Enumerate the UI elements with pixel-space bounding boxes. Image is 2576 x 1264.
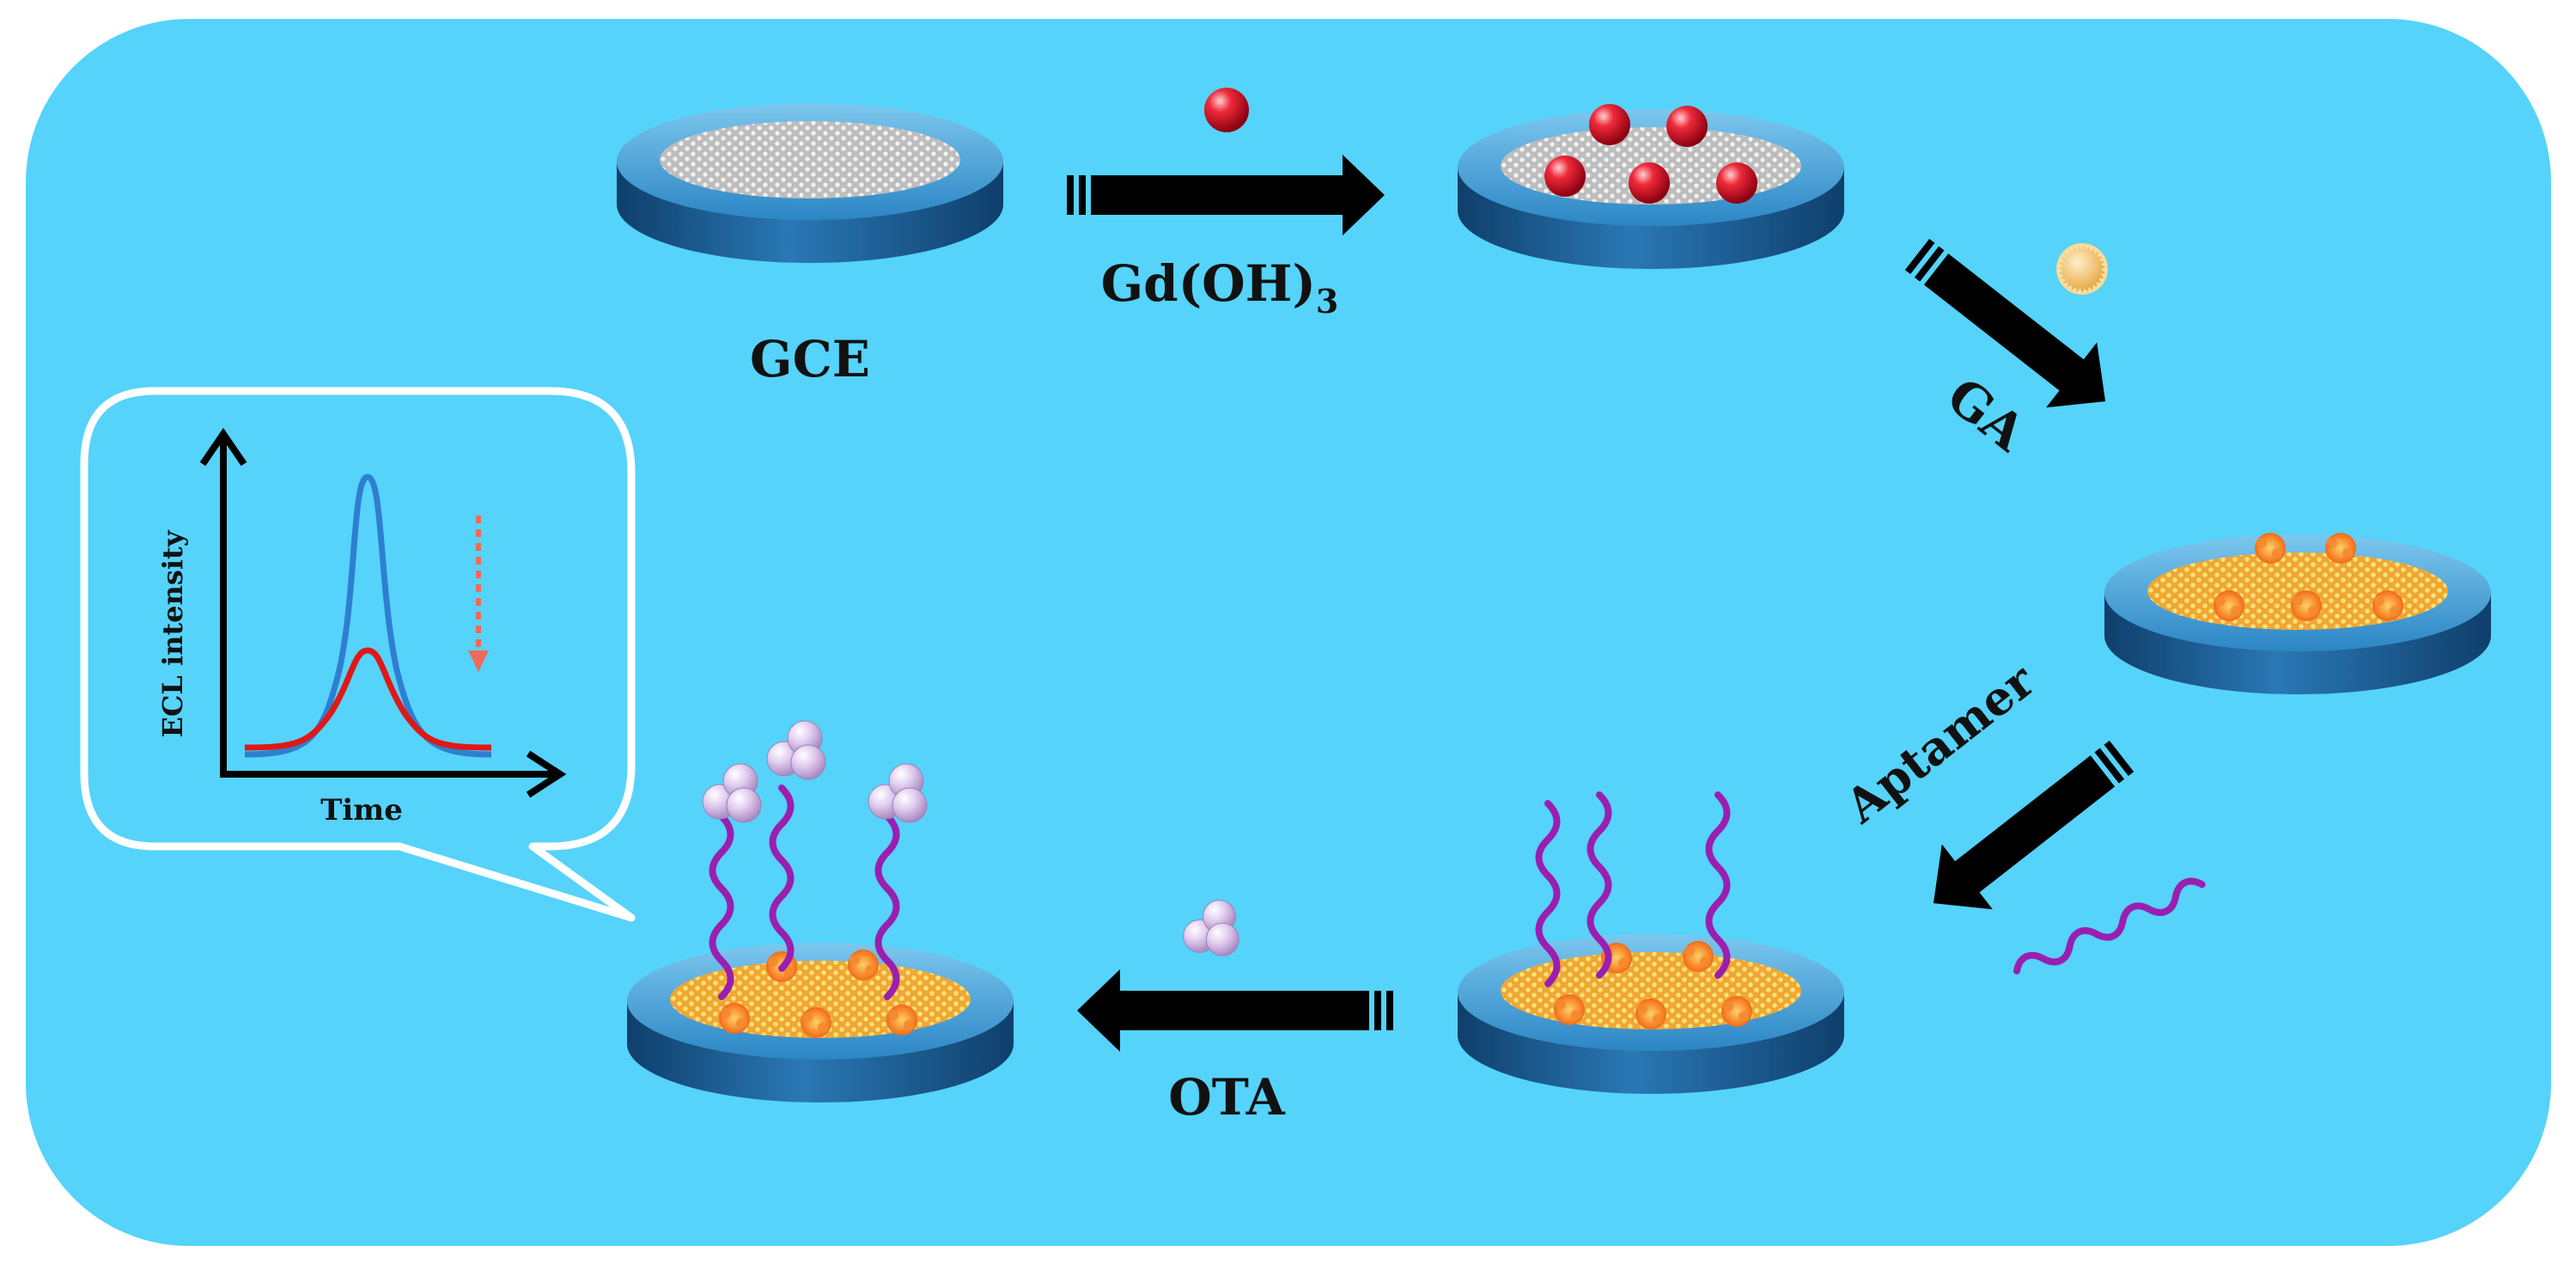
electrode-ga-modified [2104,533,2491,694]
label-gd-oh3: Gd(OH)3 [1101,254,1339,321]
inset-y-label: ECL intensity [156,529,189,737]
ecl-callout [80,387,636,922]
arrow-ota-step [1077,969,1393,1052]
electrode-gce [617,103,1003,263]
arrow-ga-step [1904,238,2106,408]
electrode-ota-bound [627,720,1014,1102]
electrode-aptamer-modified [1458,795,1844,1094]
aptamer-strand-icon [2013,877,2206,974]
ga-particle-icon [2056,243,2108,295]
background-panel [26,19,2551,1246]
ecl-inset-chart: ECL intensity Time [156,427,567,827]
arrow-gd-step [1067,155,1385,235]
label-gce: GCE [750,330,870,388]
gd-particle-icon [1204,88,1249,132]
inset-x-label: Time [320,793,403,827]
electrode-gd-modified [1458,104,1844,269]
label-ota: OTA [1168,1068,1286,1127]
arrow-aptamer-step [1933,740,2134,910]
inset-curve-blank [244,473,492,758]
inset-curve-ota [244,647,492,751]
